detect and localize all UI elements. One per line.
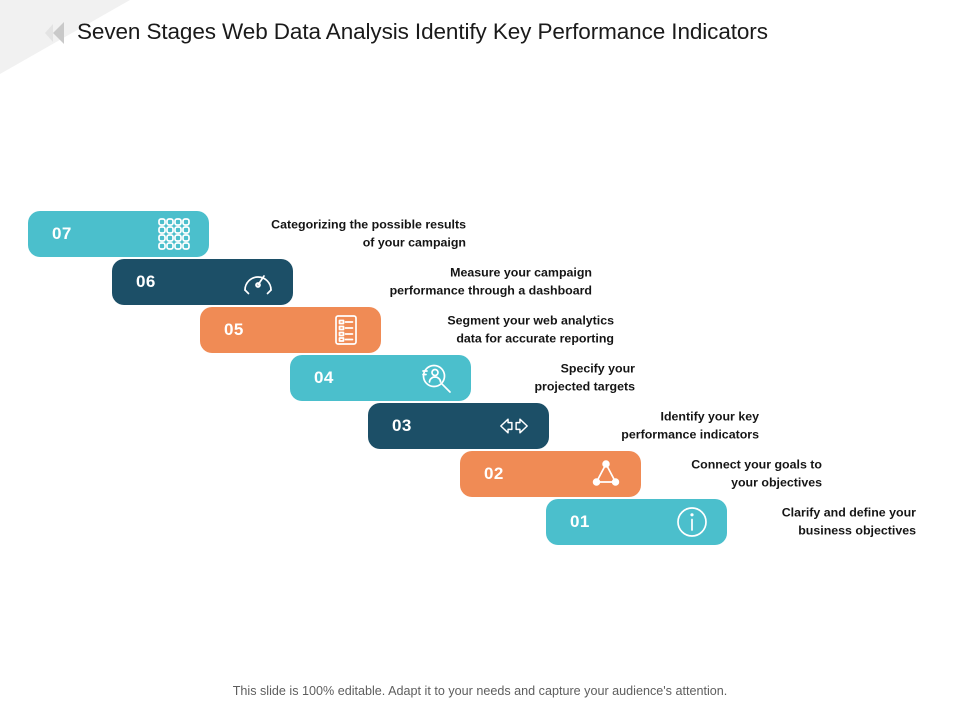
stage-row-03: 03 Identify your key performance indicator… <box>0 403 960 449</box>
page-title: Seven Stages Web Data Analysis Identify … <box>77 19 768 44</box>
stage-bar-03[interactable]: 03 <box>368 403 549 449</box>
magnifier-person-icon <box>419 361 453 395</box>
slide-footer-note: This slide is 100% editable. Adapt it to… <box>232 684 728 698</box>
stage-row-04: 04 Specify your projected targets <box>0 355 960 401</box>
stage-label-line2-07: of your campaign <box>362 235 466 249</box>
stage-row-05: 05 Segment your web analytics data for acc… <box>0 307 960 353</box>
network-nodes-icon <box>589 457 623 491</box>
stage-number-05: 05 <box>224 320 244 339</box>
stage-label-line1-04: Specify your <box>560 361 635 376</box>
stage-row-02: 02 Connect your goals to your objectives <box>0 451 960 497</box>
stage-label-line1-02: Connect your goals to <box>691 457 822 472</box>
stage-label-05: Segment your web analytics data for accur… <box>404 313 614 348</box>
stage-row-07: 07 Categorizing the possible results of yo… <box>0 211 960 257</box>
stage-label-line2-06: performance through a dashboard <box>389 283 592 297</box>
stage-label-line2-04: projected targets <box>534 379 635 393</box>
grid-dots-icon <box>157 217 191 251</box>
stage-number-03: 03 <box>392 416 412 435</box>
stage-bar-05[interactable]: 05 <box>200 307 381 353</box>
stage-label-line1-06: Measure your campaign <box>450 265 592 280</box>
stage-number-06: 06 <box>136 272 156 291</box>
stage-bar-07[interactable]: 07 <box>28 211 209 257</box>
clipboard-list-icon <box>329 313 363 347</box>
stage-label-04: Specify your projected targets <box>494 361 635 396</box>
stage-bar-04[interactable]: 04 <box>290 355 471 401</box>
stage-label-line2-05: data for accurate reporting <box>456 331 614 345</box>
stage-bar-01[interactable]: 01 <box>546 499 727 545</box>
chevron-left-marker-icon <box>44 20 66 46</box>
stage-bar-02[interactable]: 02 <box>460 451 641 497</box>
stage-bar-06[interactable]: 06 <box>112 259 293 305</box>
stage-label-01: Clarify and define your business objectiv… <box>750 505 916 540</box>
stage-number-01: 01 <box>570 512 590 531</box>
slide-header: Seven Stages Web Data Analysis Identify … <box>0 0 960 64</box>
stage-label-line1-01: Clarify and define your <box>781 505 916 520</box>
stage-number-02: 02 <box>484 464 504 483</box>
stage-row-06: 06 Measure your campaign performance throu… <box>0 259 960 305</box>
stage-number-07: 07 <box>52 224 72 243</box>
stage-label-line1-03: Identify your key <box>660 409 759 424</box>
stage-label-line2-01: business objectives <box>798 523 916 537</box>
stage-label-06: Measure your campaign performance through… <box>318 265 592 300</box>
double-arrow-icon <box>497 409 531 443</box>
stage-number-04: 04 <box>314 368 334 387</box>
stage-label-02: Connect your goals to your objectives <box>664 457 822 492</box>
stage-label-line2-03: performance indicators <box>621 427 759 441</box>
stage-label-line1-07: Categorizing the possible results <box>271 217 466 232</box>
stage-row-01: 01 Clarify and define your business object… <box>0 499 960 545</box>
info-circle-icon <box>675 505 709 539</box>
stage-label-07: Categorizing the possible results of your… <box>232 217 466 252</box>
stage-label-line2-02: your objectives <box>731 475 822 489</box>
gauge-speedometer-icon <box>241 265 275 299</box>
stage-label-03: Identify your key performance indicators <box>572 409 759 444</box>
stage-label-line1-05: Segment your web analytics <box>447 313 614 328</box>
